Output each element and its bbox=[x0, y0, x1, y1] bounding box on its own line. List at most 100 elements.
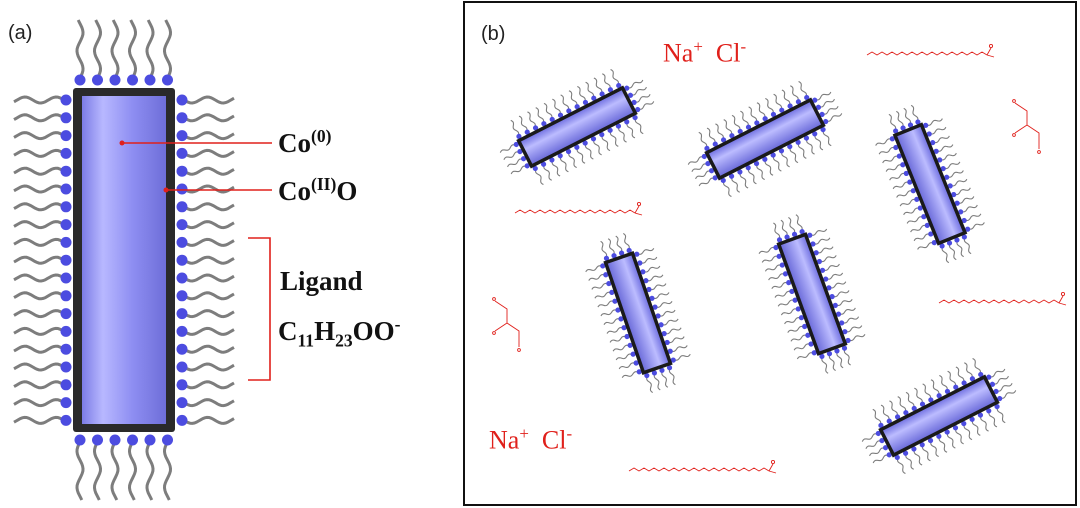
ligand-chain bbox=[13, 202, 65, 212]
ligand-bead bbox=[176, 361, 188, 373]
ligand-chain bbox=[183, 326, 235, 336]
ligand-chain bbox=[145, 441, 155, 501]
ligand-chain bbox=[75, 19, 85, 79]
ligand-chain bbox=[162, 441, 173, 501]
sodium-charge-bottom: + bbox=[519, 424, 529, 443]
co0-sup: (0) bbox=[311, 126, 332, 146]
ligand-bead bbox=[60, 308, 72, 320]
nanorod bbox=[875, 104, 985, 264]
formula-rest: OO bbox=[352, 316, 395, 346]
ligand-bead bbox=[60, 147, 72, 159]
ligand-chain bbox=[13, 184, 65, 194]
ligand-bead bbox=[176, 112, 188, 124]
ligand-chain bbox=[183, 380, 235, 390]
ligand-bead bbox=[74, 74, 86, 86]
ligand-chain bbox=[183, 255, 235, 265]
formula-h: H bbox=[314, 316, 336, 346]
ligand-bead bbox=[60, 183, 72, 195]
ligand-bead bbox=[176, 272, 188, 284]
ligand-chain bbox=[110, 441, 120, 501]
ligand-chain bbox=[13, 113, 65, 123]
nanorod bbox=[499, 69, 655, 185]
ligand-chain bbox=[183, 166, 235, 176]
ligand-chain bbox=[183, 184, 235, 194]
ions-bottom: Na+ Cl- bbox=[489, 424, 572, 456]
ligand-bead bbox=[60, 414, 72, 426]
ligand-chain bbox=[13, 166, 65, 176]
ligand-bead bbox=[176, 325, 188, 337]
panel-a-tag: (a) bbox=[8, 22, 33, 44]
ligand-chain bbox=[183, 148, 235, 158]
ligand-chain bbox=[183, 273, 235, 283]
ligand-bead bbox=[176, 414, 188, 426]
ligand-chain bbox=[13, 273, 65, 283]
ligand-chain bbox=[183, 131, 235, 141]
panel-b: (b) Na+ Cl- Na+ Cl- bbox=[463, 1, 1077, 506]
ligand-bead bbox=[92, 74, 103, 86]
ligand-chain bbox=[162, 19, 173, 79]
nanorod bbox=[687, 81, 843, 197]
ligand-title: Ligand bbox=[280, 266, 363, 296]
ligand-bead bbox=[109, 434, 121, 446]
ligand-chain bbox=[183, 344, 235, 354]
fatty-acid-molecule bbox=[514, 201, 643, 216]
ligand-bead bbox=[176, 397, 188, 409]
nanorod bbox=[861, 358, 1017, 474]
ligand-bead bbox=[60, 219, 72, 231]
ligand-chain bbox=[127, 441, 138, 501]
ligand-bead bbox=[127, 74, 138, 86]
ligand-chain bbox=[110, 19, 120, 79]
ligand-bead bbox=[162, 74, 173, 86]
ligand-chain bbox=[13, 95, 65, 105]
co2o-label: Co(II)O bbox=[278, 174, 357, 207]
ligand-bead bbox=[60, 397, 72, 409]
nanorod-diagram-a bbox=[13, 19, 272, 501]
co2o-arrow-dot bbox=[163, 187, 169, 193]
ligand-bead bbox=[109, 74, 121, 86]
ligand-chain bbox=[183, 237, 235, 247]
ligand-bead bbox=[60, 361, 72, 373]
ligand-bead bbox=[176, 183, 188, 195]
ligand-bead bbox=[60, 379, 72, 391]
co0-label: Co(0) bbox=[278, 126, 331, 159]
ligand-bead bbox=[176, 147, 188, 159]
formula-c-sub: 11 bbox=[297, 330, 315, 351]
panel-b-tag: (b) bbox=[481, 23, 506, 45]
ligand-bead bbox=[176, 201, 188, 213]
ligand-chain bbox=[183, 398, 235, 408]
ligand-chain bbox=[13, 220, 65, 230]
ligand-bead bbox=[176, 165, 188, 177]
ligand-chain bbox=[183, 415, 235, 425]
ligand-chain bbox=[13, 380, 65, 390]
ligand-chain bbox=[13, 131, 65, 141]
nanorod bbox=[758, 214, 866, 374]
ligand-bead bbox=[176, 130, 188, 142]
ligand-bead bbox=[176, 254, 188, 266]
panel-a: (a) Co(0) Co(II)O Ligand C11H23OO- bbox=[0, 0, 460, 508]
ligand-chain bbox=[183, 362, 235, 372]
ligand-bead bbox=[144, 74, 156, 86]
formula-charge: - bbox=[394, 314, 401, 334]
ligand-formula: C11H23OO- bbox=[278, 314, 400, 351]
chloride-charge-top: - bbox=[740, 37, 747, 56]
fatty-acid-molecule bbox=[938, 291, 1067, 306]
ligand-bead bbox=[60, 236, 72, 248]
ligand-bead bbox=[176, 236, 188, 248]
ligand-bracket bbox=[248, 237, 271, 381]
ligand-bead bbox=[176, 379, 188, 391]
ligand-chain bbox=[13, 255, 65, 265]
ligand-bead bbox=[60, 343, 72, 355]
formula-c: C bbox=[278, 316, 298, 346]
ligand-chain bbox=[13, 398, 65, 408]
ligand-bead bbox=[60, 272, 72, 284]
ligand-bead bbox=[176, 94, 188, 106]
ligand-bead bbox=[144, 434, 156, 446]
chloride-ion-top: Cl bbox=[715, 38, 741, 68]
ions-top: Na+ Cl- bbox=[663, 37, 746, 69]
ligand-bead bbox=[60, 325, 72, 337]
co2o-main: Co bbox=[278, 176, 311, 206]
co2o-end: O bbox=[336, 176, 358, 206]
ligand-bead bbox=[60, 112, 72, 124]
glycol-molecule bbox=[1012, 99, 1041, 154]
ligand-chain bbox=[13, 291, 65, 301]
